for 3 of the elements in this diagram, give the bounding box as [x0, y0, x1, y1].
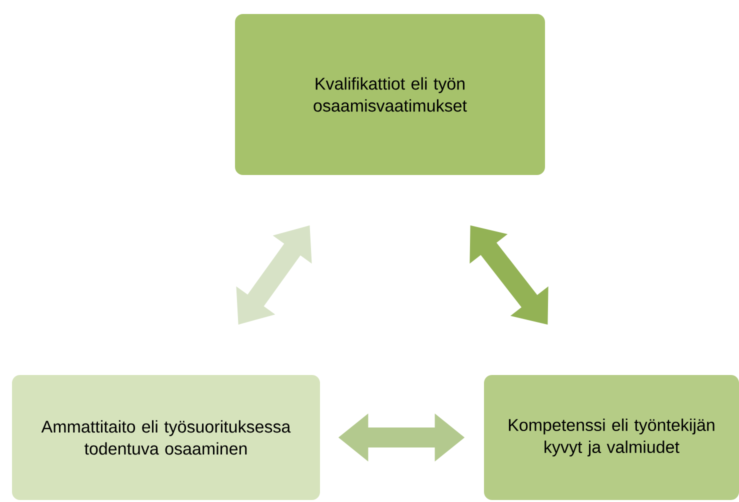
- concept-box: Ammattitaito eli työsuorituksessa todentuva osaaminen: [12, 374, 320, 500]
- concept-box: Kompetenssi eli työntekijän kyvyt ja valmiudet: [484, 374, 739, 500]
- concept-box: Kvalifikattiot eli työn osaamisvaatimukset: [235, 14, 545, 175]
